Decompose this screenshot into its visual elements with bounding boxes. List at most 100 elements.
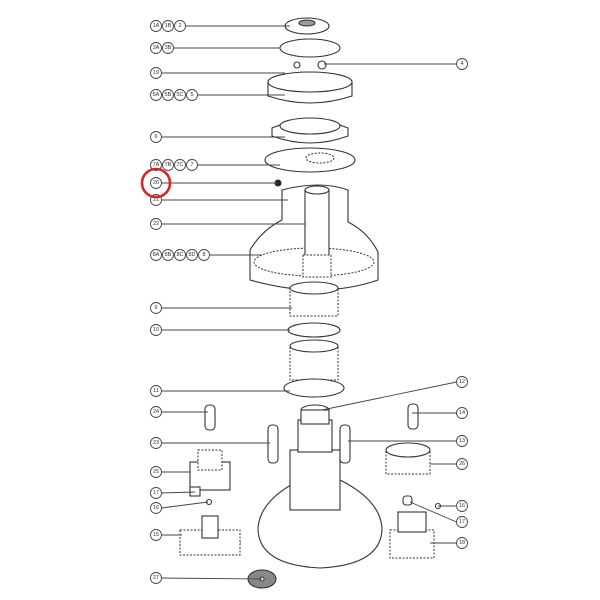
callout-5C: 5C — [174, 89, 186, 101]
part-bearing-lower — [289, 339, 339, 381]
callout-label: 5B — [165, 92, 172, 98]
callout-bubble — [150, 572, 162, 584]
callout-3B: 3B — [162, 42, 174, 54]
callout-label: 16 — [459, 503, 465, 509]
callout-bubble — [150, 218, 162, 230]
callout-bubble — [150, 89, 162, 101]
callout-5: 5 — [186, 89, 198, 101]
callout-16: 16 — [150, 502, 162, 514]
callout-bubble — [456, 500, 468, 512]
callout-8: 8 — [198, 249, 210, 261]
callout-label: 19 — [153, 70, 159, 76]
callout-1B: 1B — [162, 20, 174, 32]
callout-18: 18 — [456, 537, 468, 549]
part-washer-11 — [283, 378, 345, 398]
callout-bubble — [174, 20, 186, 32]
part-washer-10 — [287, 322, 341, 338]
callout-bubble — [198, 249, 210, 261]
part-drum-top — [267, 71, 353, 104]
callout-bubble — [186, 159, 198, 171]
highlight-circle — [140, 167, 172, 199]
part-bearing-9 — [289, 281, 339, 317]
callout-23: 23 — [150, 437, 162, 449]
part-pin-23 — [267, 424, 279, 464]
callout-bubble — [150, 159, 162, 171]
callout-label: 26 — [459, 461, 465, 467]
callout-bubble — [186, 249, 198, 261]
callout-bubble — [162, 89, 174, 101]
callout-label: 17 — [153, 490, 159, 496]
callout-label: 20 — [153, 180, 159, 186]
callout-13: 13 — [456, 435, 468, 447]
callout-8D: 8D — [186, 249, 198, 261]
callout-label: 3A — [153, 45, 160, 51]
callout-label: 3B — [165, 45, 172, 51]
callout-3A: 3A — [150, 42, 162, 54]
callout-bubble — [174, 89, 186, 101]
callout-27: 27 — [150, 572, 162, 584]
callout-label: 8 — [202, 252, 205, 258]
callout-bubble — [186, 89, 198, 101]
leader-line — [161, 501, 209, 509]
callout-label: 8D — [188, 252, 195, 258]
callout-label: 5C — [176, 92, 183, 98]
callout-bubble — [150, 406, 162, 418]
callout-10: 10 — [150, 324, 162, 336]
callout-5B: 5B — [162, 89, 174, 101]
callout-bubble — [162, 249, 174, 261]
callout-bubble — [162, 20, 174, 32]
part-ring-plate — [279, 38, 341, 70]
callout-bubble — [150, 42, 162, 54]
callout-label: 7B — [165, 162, 172, 168]
part-plate-7 — [264, 147, 356, 173]
callout-label: 15 — [153, 532, 159, 538]
callout-bubble — [456, 435, 468, 447]
callout-label: 21 — [153, 197, 159, 203]
callout-24: 24 — [150, 406, 162, 418]
callout-bubble — [150, 466, 162, 478]
callout-7: 7 — [186, 159, 198, 171]
callout-label: 8A — [153, 252, 160, 258]
callout-label: 8B — [165, 252, 172, 258]
callout-11: 11 — [150, 385, 162, 397]
callout-7A: 7A — [150, 159, 162, 171]
part-base — [257, 404, 383, 569]
callout-bubble — [456, 458, 468, 470]
callout-bubble — [150, 385, 162, 397]
leader-line — [321, 381, 457, 411]
callout-label: 1B — [165, 23, 172, 29]
part-gear-26 — [385, 442, 431, 475]
leader-line — [409, 501, 457, 523]
callout-bubble — [174, 249, 186, 261]
callout-8C: 8C — [174, 249, 186, 261]
callout-label: 8C — [176, 252, 183, 258]
callout-bubble — [150, 249, 162, 261]
callout-label: 25 — [153, 469, 159, 475]
callout-25: 25 — [150, 466, 162, 478]
leader-line — [161, 577, 263, 580]
callout-label: 5 — [190, 92, 193, 98]
callout-label: 10 — [153, 327, 159, 333]
callout-label: 24 — [153, 409, 159, 415]
leader-lines — [161, 25, 457, 580]
callout-bubble — [456, 58, 468, 70]
callout-bubble — [150, 20, 162, 32]
callout-label: 5A — [153, 92, 160, 98]
callout-bubble — [456, 407, 468, 419]
part-pin-13 — [339, 424, 351, 464]
callout-label: 4 — [460, 61, 463, 67]
part-ring-6 — [271, 117, 349, 144]
callout-20: 20 — [150, 177, 162, 189]
callout-1A: 1A — [150, 20, 162, 32]
callout-bubble — [150, 437, 162, 449]
part-gear-15 — [179, 515, 241, 556]
callout-bubble — [456, 376, 468, 388]
callout-17: 17 — [456, 516, 468, 528]
callout-bubble — [456, 537, 468, 549]
part-gear-25 — [189, 449, 231, 491]
callout-bubble — [150, 487, 162, 499]
callout-bubble — [456, 516, 468, 528]
